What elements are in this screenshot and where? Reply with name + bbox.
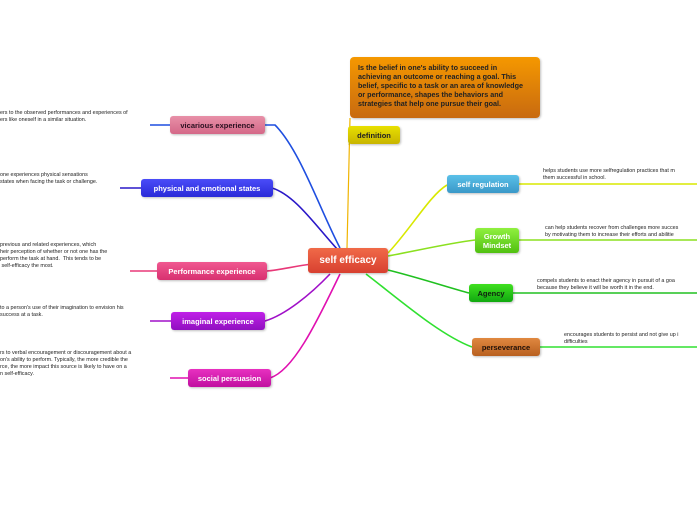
note-performance-experience[interactable]: previous and related experiences, which … bbox=[0, 242, 108, 270]
note-growth-mindset[interactable]: can help students recover from challenge… bbox=[545, 225, 679, 239]
branch-physical-emotional-states[interactable]: physical and emotional states bbox=[141, 179, 273, 197]
connector-growth bbox=[387, 239, 697, 257]
connector-imaginal bbox=[150, 273, 331, 322]
note-perseverance[interactable]: encourages students to persist and not g… bbox=[564, 332, 679, 346]
definition-node[interactable]: definition bbox=[348, 126, 400, 144]
note-social-persuasion[interactable]: rs to verbal encouragement or discourage… bbox=[0, 350, 132, 378]
connector-perseverance bbox=[365, 273, 697, 348]
branch-self-regulation[interactable]: self regulation bbox=[447, 175, 519, 193]
definition-box[interactable]: Is the belief in one's ability to succee… bbox=[350, 57, 540, 118]
connector-agency bbox=[387, 269, 697, 294]
branch-agency[interactable]: Agency bbox=[469, 284, 513, 302]
branch-perseverance[interactable]: perseverance bbox=[472, 338, 540, 356]
branch-vicarious-experience[interactable]: vicarious experience bbox=[170, 116, 265, 134]
connector-social bbox=[170, 273, 341, 379]
note-physical-emotional-states[interactable]: one experiences physical sensations stat… bbox=[0, 172, 98, 186]
branch-growth-mindset[interactable]: Growth Mindset bbox=[475, 228, 519, 253]
branch-imaginal-experience[interactable]: imaginal experience bbox=[171, 312, 265, 330]
branch-social-persuasion[interactable]: social persuasion bbox=[188, 369, 271, 387]
connector-physical bbox=[120, 187, 339, 251]
note-agency[interactable]: compels students to enact their agency i… bbox=[537, 278, 675, 292]
connector-performance bbox=[130, 263, 313, 272]
note-imaginal-experience[interactable]: to a person's use of their imagination t… bbox=[0, 305, 124, 319]
note-vicarious-experience[interactable]: ers to the observed performances and exp… bbox=[0, 110, 128, 124]
note-self-regulation[interactable]: helps students use more selfregulation p… bbox=[543, 168, 675, 182]
connector-self-regulation bbox=[387, 183, 697, 254]
branch-performance-experience[interactable]: Performance experience bbox=[157, 262, 267, 280]
central-node[interactable]: self efficacy bbox=[308, 248, 388, 273]
connector-vicarious bbox=[150, 124, 341, 249]
